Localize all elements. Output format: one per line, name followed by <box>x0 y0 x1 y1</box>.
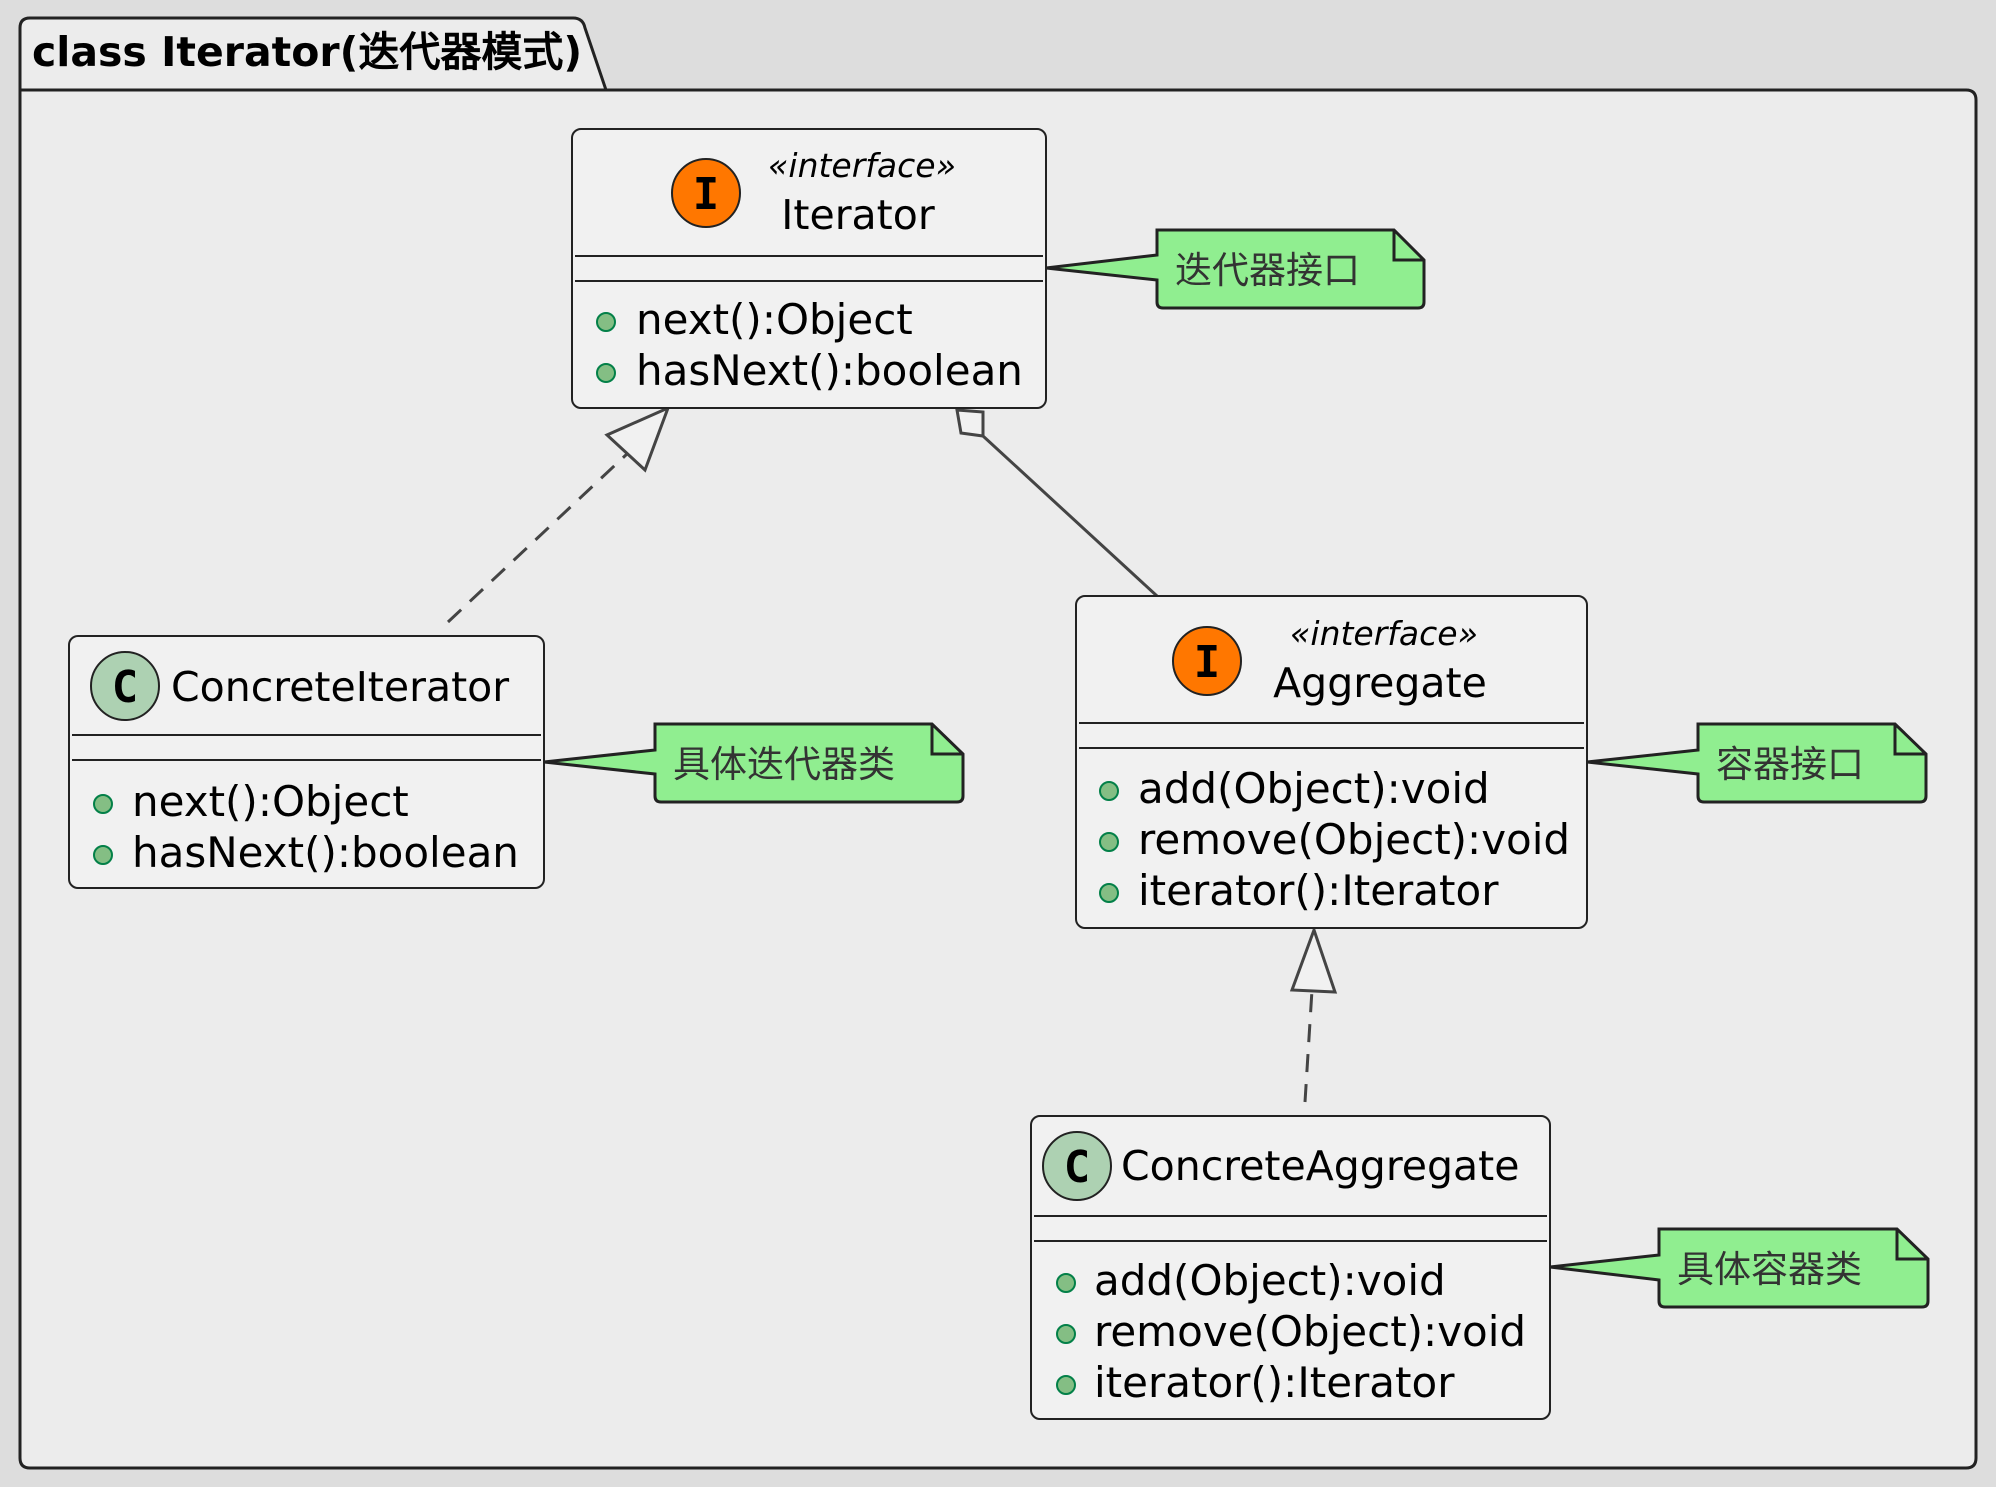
class-badge-icon <box>1042 1131 1112 1201</box>
package-title: class Iterator(迭代器模式) <box>32 28 582 76</box>
public-member-icon <box>1099 781 1119 801</box>
member: next():Object <box>636 295 913 344</box>
badge-letter: I <box>1194 637 1221 688</box>
class-concrete-aggregate[interactable]: C ConcreteAggregate add(Object):void rem… <box>1030 1115 1551 1420</box>
aggregation-diamond <box>955 408 985 438</box>
note-text: 迭代器接口 <box>1175 249 1360 292</box>
class-name: ConcreteIterator <box>171 663 509 711</box>
member: hasNext():boolean <box>636 346 1023 395</box>
package-iterator: class Iterator(迭代器模式) <box>18 16 1978 1470</box>
public-member-icon <box>93 794 113 814</box>
class-name: Aggregate <box>1273 659 1487 707</box>
stereotype: «interface» <box>768 146 956 185</box>
class-iterator[interactable]: I «interface» Iterator next():Object has… <box>571 128 1047 409</box>
member: remove(Object):void <box>1138 815 1570 864</box>
public-member-icon <box>1056 1324 1076 1344</box>
aggregation-line <box>981 434 1159 598</box>
realization-arrowhead-aggregate <box>1289 925 1338 994</box>
public-member-icon <box>1099 832 1119 852</box>
member: iterator():Iterator <box>1094 1358 1455 1407</box>
class-badge-icon <box>90 651 160 721</box>
member: hasNext():boolean <box>132 828 519 877</box>
public-member-icon <box>1056 1375 1076 1395</box>
realization-concrete-aggregate <box>1303 989 1314 1103</box>
class-name: Iterator <box>781 191 935 239</box>
badge-letter: C <box>1064 1142 1091 1193</box>
relationships <box>446 405 1338 1103</box>
stereotype: «interface» <box>1290 614 1478 653</box>
public-member-icon <box>1056 1273 1076 1293</box>
note-text: 具体迭代器类 <box>673 743 895 786</box>
member: remove(Object):void <box>1094 1307 1526 1356</box>
realization-arrowhead-iterator <box>604 405 671 473</box>
public-member-icon <box>93 845 113 865</box>
note-text: 具体容器类 <box>1677 1248 1862 1291</box>
member: iterator():Iterator <box>1138 866 1499 915</box>
public-member-icon <box>596 312 616 332</box>
class-concrete-iterator[interactable]: C ConcreteIterator next():Object hasNext… <box>68 635 545 889</box>
public-member-icon <box>1099 883 1119 903</box>
note-concrete-iterator: 具体迭代器类 <box>543 722 965 804</box>
note-aggregate: 容器接口 <box>1586 722 1928 804</box>
badge-letter: C <box>112 662 139 713</box>
realization-concrete-iterator <box>446 451 630 624</box>
member: add(Object):void <box>1094 1256 1446 1305</box>
public-member-icon <box>596 363 616 383</box>
member: add(Object):void <box>1138 764 1490 813</box>
note-text: 容器接口 <box>1716 743 1864 786</box>
interface-badge-icon <box>1172 626 1242 696</box>
interface-badge-icon <box>671 158 741 228</box>
badge-letter: I <box>693 169 720 220</box>
note-concrete-aggregate: 具体容器类 <box>1549 1227 1930 1309</box>
class-aggregate[interactable]: I «interface» Aggregate add(Object):void… <box>1075 595 1588 929</box>
note-iterator: 迭代器接口 <box>1045 228 1426 310</box>
class-name: ConcreteAggregate <box>1121 1142 1519 1190</box>
member: next():Object <box>132 777 409 826</box>
